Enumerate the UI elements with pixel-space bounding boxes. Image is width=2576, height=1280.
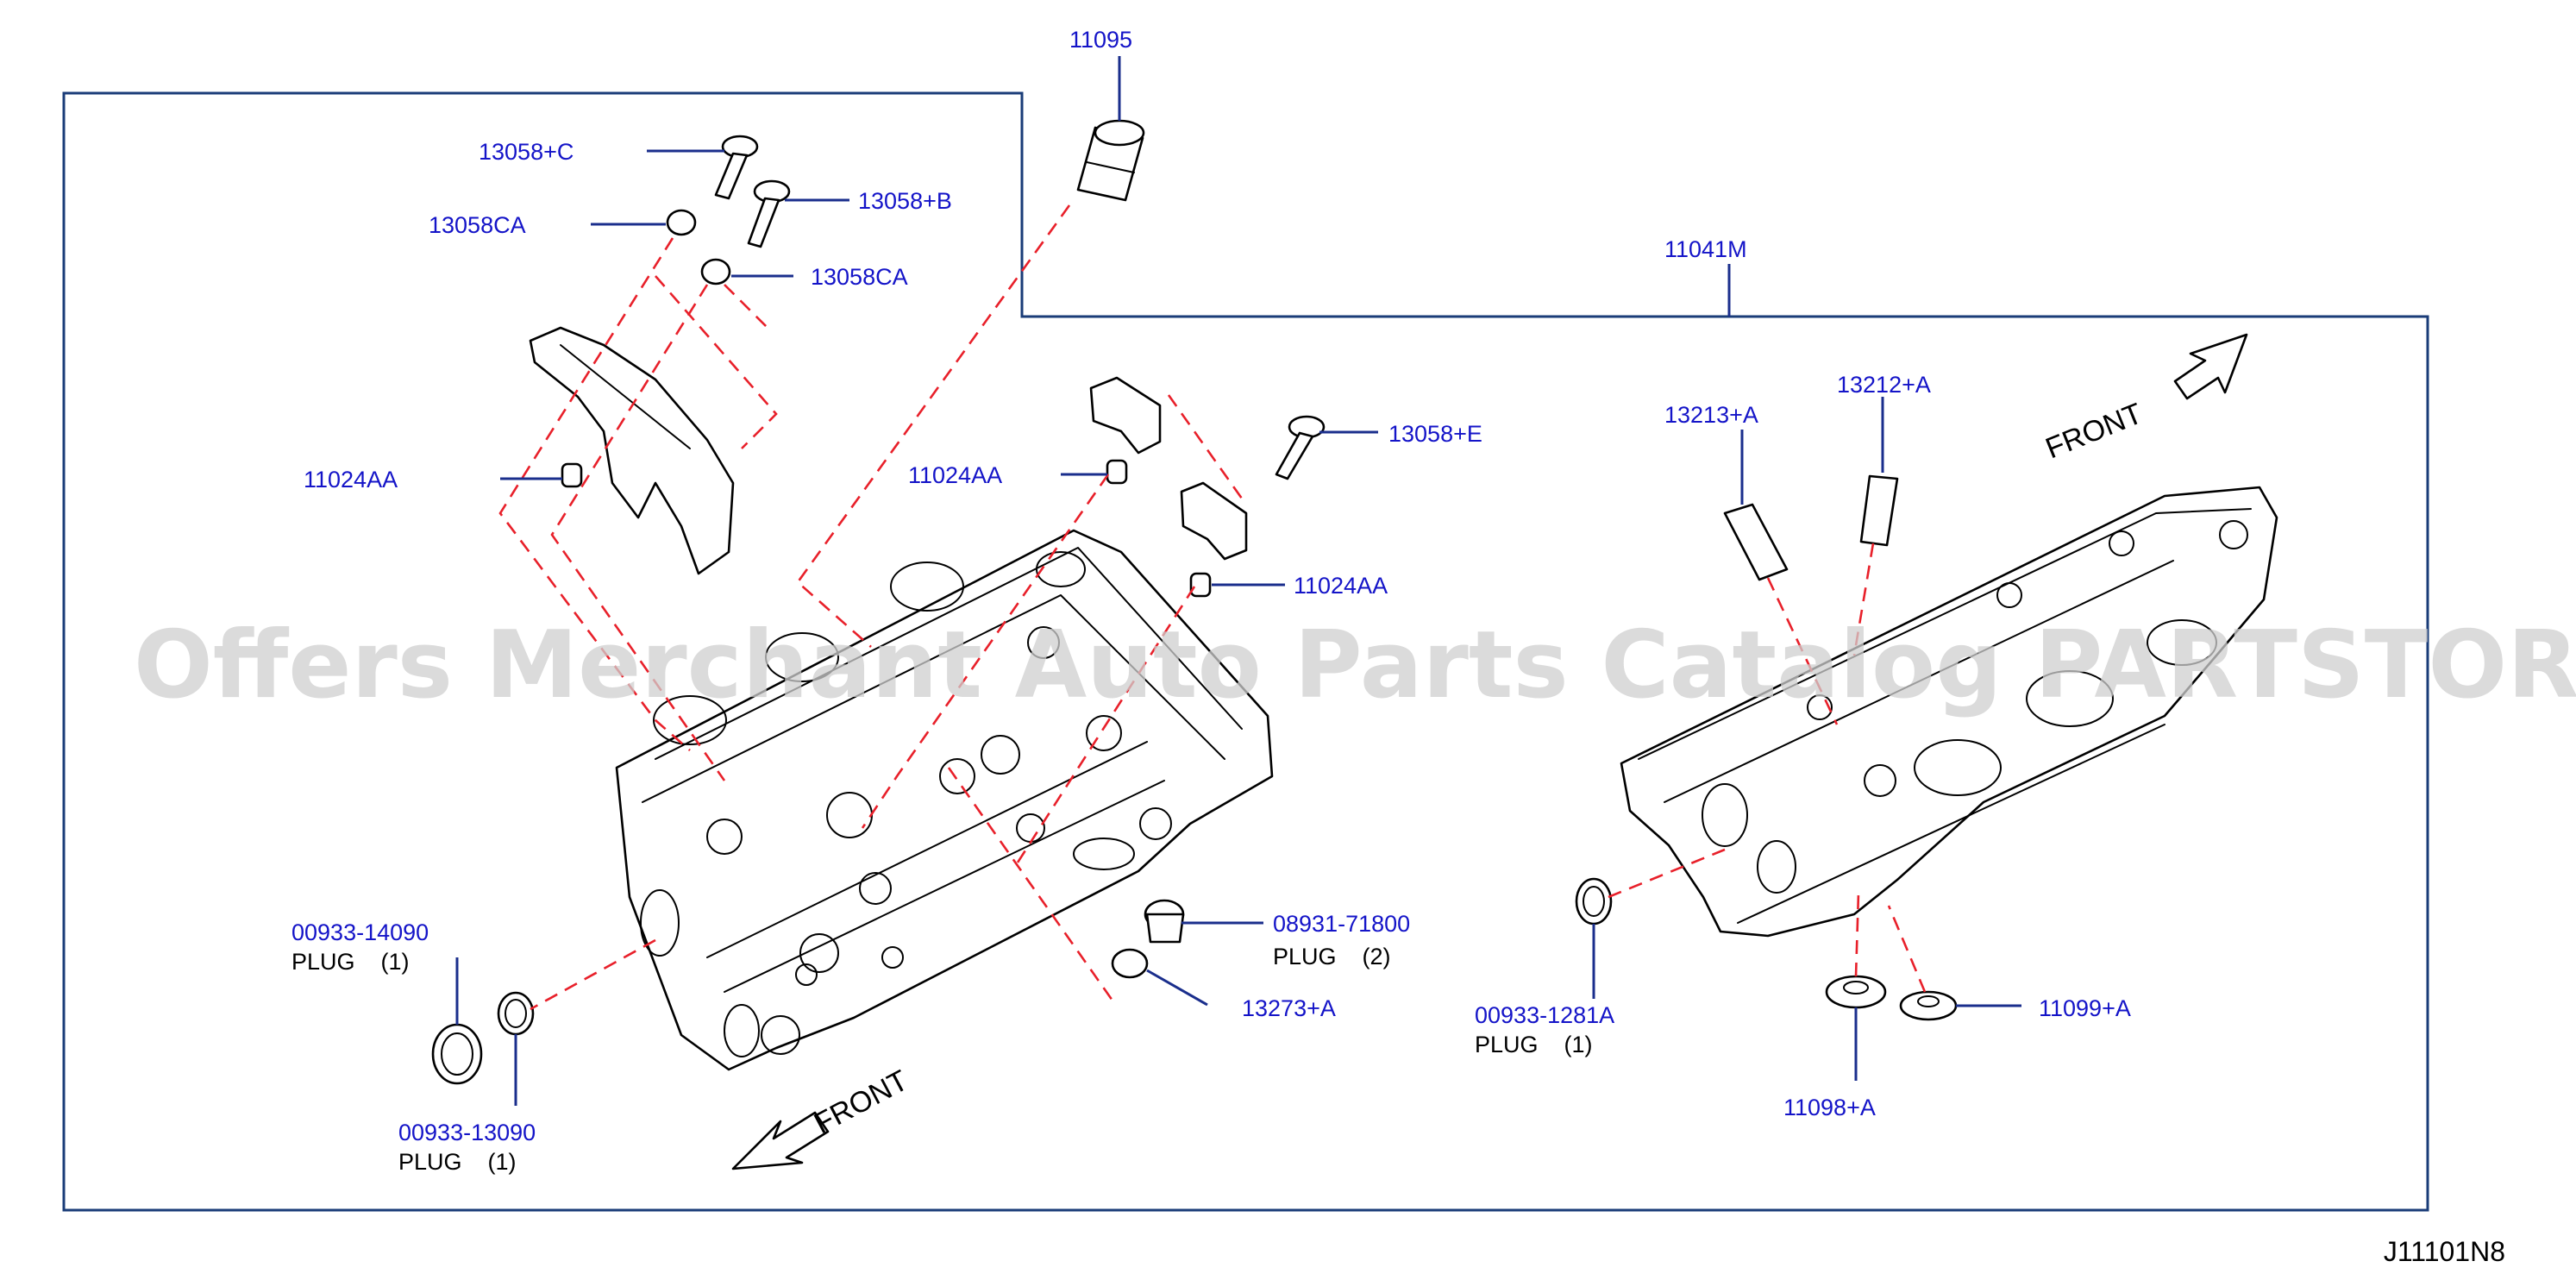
callout-11098-A: 11098+A (1783, 1095, 1876, 1120)
dowel-11024AA-3 (1189, 572, 1212, 598)
callout-08931-71800: 08931-71800 (1273, 911, 1410, 937)
desc-08931-71800: PLUG (2) (1273, 944, 1391, 969)
cylinder-head-left (615, 529, 1274, 1071)
callout-13058-B: 13058+B (858, 188, 952, 214)
front-label-left: FRONT (809, 1064, 913, 1141)
guide-13213-A (1723, 503, 1789, 581)
plug-08931-71800 (1144, 899, 1185, 944)
cam-bracket (529, 326, 735, 575)
bolt-13058-B (747, 179, 791, 248)
plug-00933-14090 (431, 1023, 483, 1085)
callout-13058-C: 13058+C (479, 139, 573, 165)
bolt-13058-E (1275, 415, 1326, 480)
callout-13212-A: 13212+A (1837, 372, 1931, 398)
callout-00933-13090: 00933-13090 (398, 1120, 536, 1145)
cylinder-head-right (1620, 486, 2278, 938)
callout-13058-E: 13058+E (1388, 421, 1482, 447)
dowel-11024AA-1 (561, 462, 583, 488)
callout-00933-14090: 00933-14090 (291, 919, 429, 945)
callout-13273-A: 13273+A (1242, 995, 1336, 1021)
washer-13273-A (1111, 948, 1149, 979)
callout-13213-A: 13213+A (1664, 402, 1758, 428)
seal-11099-A (1899, 990, 1958, 1021)
callout-11041M: 11041M (1664, 236, 1747, 262)
seal-11098-A (1825, 975, 1887, 1009)
callout-13058CA-2: 13058CA (811, 264, 908, 290)
plug-00933-13090 (497, 991, 535, 1036)
callout-13058CA-1: 13058CA (429, 212, 526, 238)
washer-13058CA-2 (700, 258, 731, 285)
assembly-dashed-lines (498, 204, 1927, 1011)
callout-11024AA-1: 11024AA (304, 467, 398, 493)
front-arrow-right (2173, 333, 2248, 400)
desc-00933-14090: PLUG (1) (291, 949, 410, 975)
guide-13212-A (1859, 474, 1899, 547)
watermark: Offers Merchant Auto Parts Catalog PARTS… (134, 612, 2576, 719)
front-label-right: FRONT (2041, 397, 2147, 465)
desc-00933-1281A: PLUG (1) (1475, 1032, 1593, 1057)
callout-11024AA-2: 11024AA (908, 462, 1002, 488)
cam-cap-1 (1089, 376, 1162, 455)
front-arrow-left (731, 1111, 830, 1170)
callout-00933-1281A: 00933-1281A (1475, 1002, 1614, 1028)
diagram-ref: J11101N8 (2384, 1236, 2505, 1267)
washer-13058CA-1 (666, 209, 697, 236)
callout-11095: 11095 (1069, 27, 1132, 53)
plug-00933-1281A (1575, 877, 1613, 925)
callout-11024AA-3: 11024AA (1294, 573, 1388, 599)
dowel-11024AA-2 (1106, 459, 1128, 485)
sleeve-11095 (1076, 119, 1145, 202)
cam-cap-2 (1180, 481, 1248, 561)
leader-lines (455, 56, 2021, 1106)
bolt-13058-C (714, 135, 759, 200)
desc-00933-13090: PLUG (1) (398, 1149, 517, 1175)
assembly-frame (62, 91, 2429, 1212)
callout-11099-A: 11099+A (2039, 995, 2131, 1021)
